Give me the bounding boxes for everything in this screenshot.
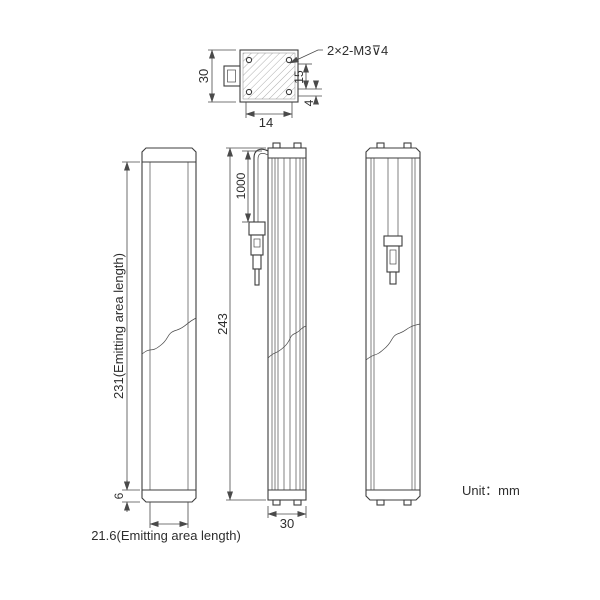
dim-top-view-width-label: 14 <box>259 115 273 130</box>
dim-hole-pitch-label: 15 <box>292 70 306 84</box>
cable <box>253 148 269 222</box>
top-tab <box>376 142 385 149</box>
bottom-tab <box>376 499 385 506</box>
bottom-tab <box>272 499 281 506</box>
mounting-hole <box>285 88 293 96</box>
dimension-lines <box>122 49 323 528</box>
cable-connector <box>248 221 266 286</box>
dim-overall-length-label: 243 <box>215 313 230 335</box>
dim-cable-length-label: 1000 <box>234 172 248 199</box>
top-view <box>223 49 299 103</box>
cable-side-view <box>248 142 307 506</box>
bottom-tab <box>293 499 302 506</box>
thread-callout-label: 2×2-M3⊽4 <box>327 43 388 58</box>
mounting-hole <box>285 56 293 64</box>
rear-view <box>365 142 421 506</box>
top-tab <box>403 142 412 149</box>
dim-body-width-label: 30 <box>280 516 294 531</box>
break-line <box>141 317 197 355</box>
unit-label: Unit：mm <box>462 483 520 498</box>
top-view-connector <box>223 65 241 87</box>
top-tab <box>293 142 302 149</box>
top-tab <box>272 142 281 149</box>
leader-line <box>289 49 323 64</box>
dim-hole-edge-offset-label: 4 <box>302 99 316 106</box>
bottom-tab <box>403 499 412 506</box>
extrusion-fins <box>271 158 304 490</box>
rear-connector-slot <box>383 158 403 285</box>
break-line <box>267 325 307 359</box>
mounting-hole <box>245 88 253 96</box>
dim-end-margin-label: 6 <box>112 492 126 499</box>
dim-emitting-area-width-label: 21.6(Emitting area length) <box>91 528 241 543</box>
front-view <box>141 147 197 503</box>
break-line <box>365 323 421 361</box>
dim-emitting-area-length-label: 231(Emitting area length) <box>111 253 126 399</box>
dim-top-view-height-label: 30 <box>196 69 211 83</box>
mounting-hole <box>245 56 253 64</box>
